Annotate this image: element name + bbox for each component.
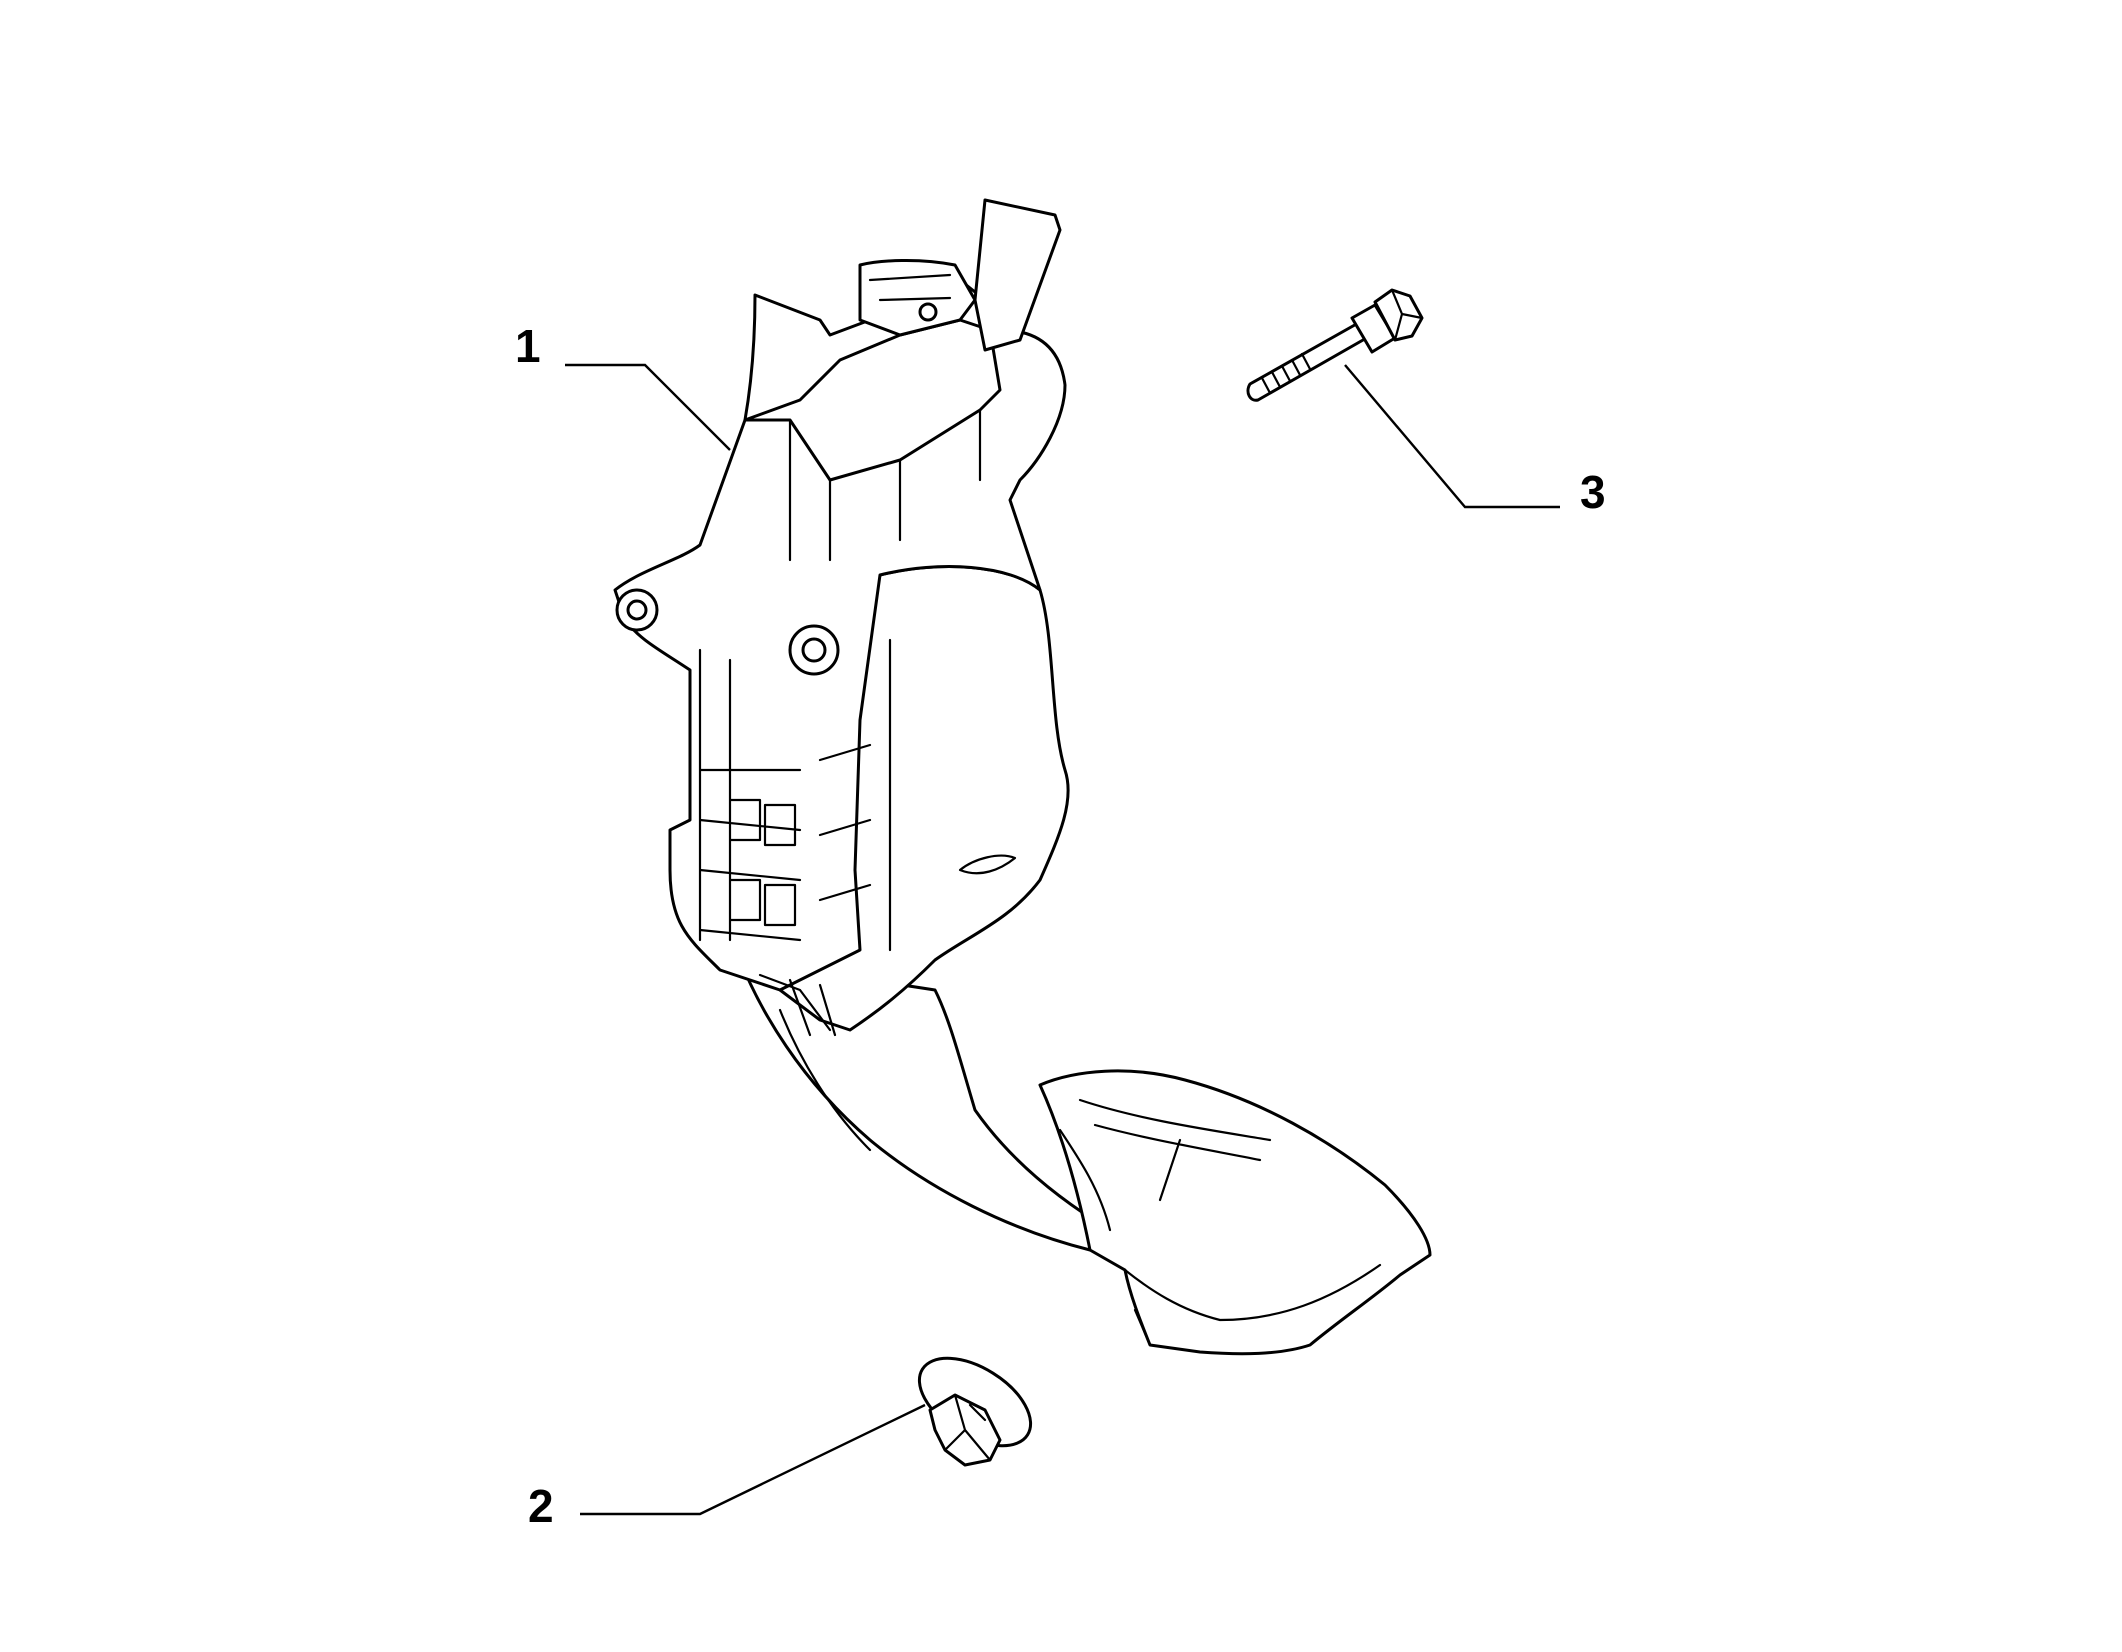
sensor-pin [918, 302, 938, 322]
sensor-spout [973, 198, 1062, 352]
bolt-hex-edges [1390, 288, 1424, 342]
pedal-pad-ridge [1058, 1098, 1272, 1232]
bolt-thread [1260, 352, 1312, 395]
lower-ribs [758, 973, 872, 1152]
callout-labels: 1 2 3 [515, 320, 1606, 1532]
flange-bolt-drawing[interactable] [1246, 288, 1424, 402]
leader-line-2 [580, 1403, 926, 1516]
pedal-assembly-drawing[interactable] [613, 198, 1432, 1356]
leader-lines [565, 363, 1560, 1516]
clip-barbs [943, 1393, 992, 1462]
bolt-shank [1246, 320, 1372, 402]
mounting-bracket [613, 278, 1067, 992]
pedal-pad [1038, 1069, 1432, 1356]
push-clip-drawing[interactable] [904, 1340, 1045, 1467]
leader-line-3 [1344, 364, 1560, 509]
bracket-ribs [698, 638, 892, 952]
pedal-arm [738, 958, 1112, 1252]
pedal-pad-underside [1123, 1263, 1382, 1347]
sensor-cap-detail [868, 273, 952, 302]
callout-label-3[interactable]: 3 [1580, 466, 1606, 518]
pivot-boss-left-inner [626, 599, 648, 621]
leader-line-1 [565, 363, 731, 451]
housing-slot [958, 854, 1017, 875]
callout-label-1[interactable]: 1 [515, 320, 541, 372]
callout-label-2[interactable]: 2 [528, 1480, 554, 1532]
connector-block-edges [788, 333, 982, 562]
pivot-boss-right-inner [801, 637, 827, 663]
